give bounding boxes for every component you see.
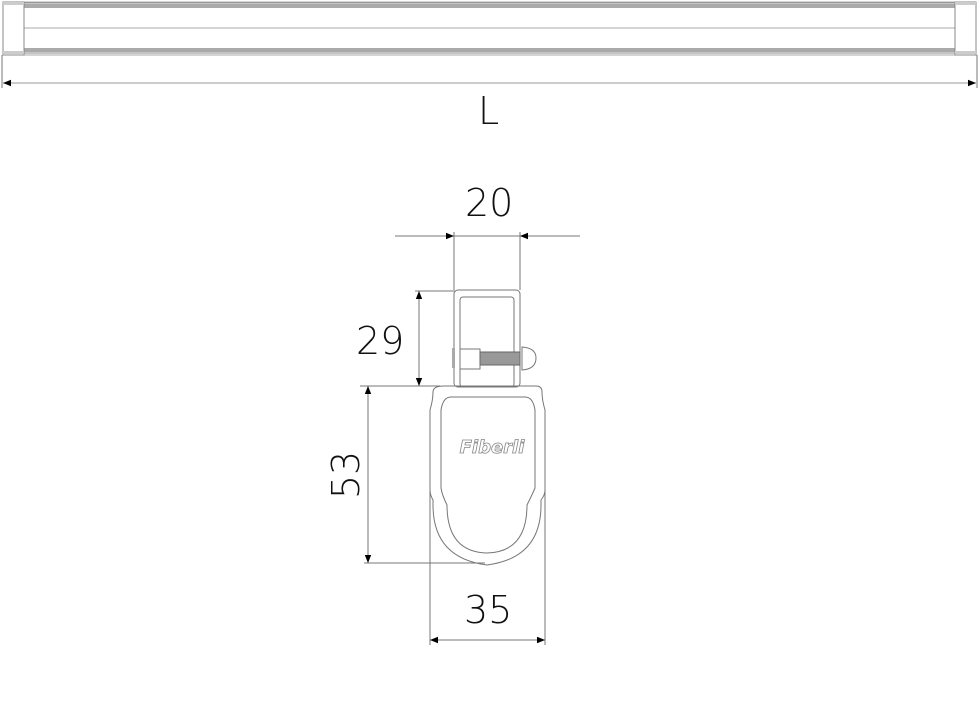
- dimension-lines: [1, 55, 978, 645]
- dimension-height-clip-label: 53: [324, 450, 369, 500]
- screw: [452, 346, 537, 371]
- dimension-height-top-label: 29: [356, 319, 405, 363]
- hanger-clip: [429, 385, 546, 566]
- dimension-length-label: L: [478, 89, 500, 133]
- dimension-width-clip-label: 35: [464, 588, 513, 632]
- end-cap-left: [2, 1, 25, 56]
- profile-bar: [2, 1, 977, 56]
- dimension-width-top-label: 20: [465, 181, 514, 225]
- fiberli-logo: Fiberli: [460, 437, 526, 458]
- bracket-top: [453, 289, 521, 388]
- end-cap-right: [954, 1, 977, 56]
